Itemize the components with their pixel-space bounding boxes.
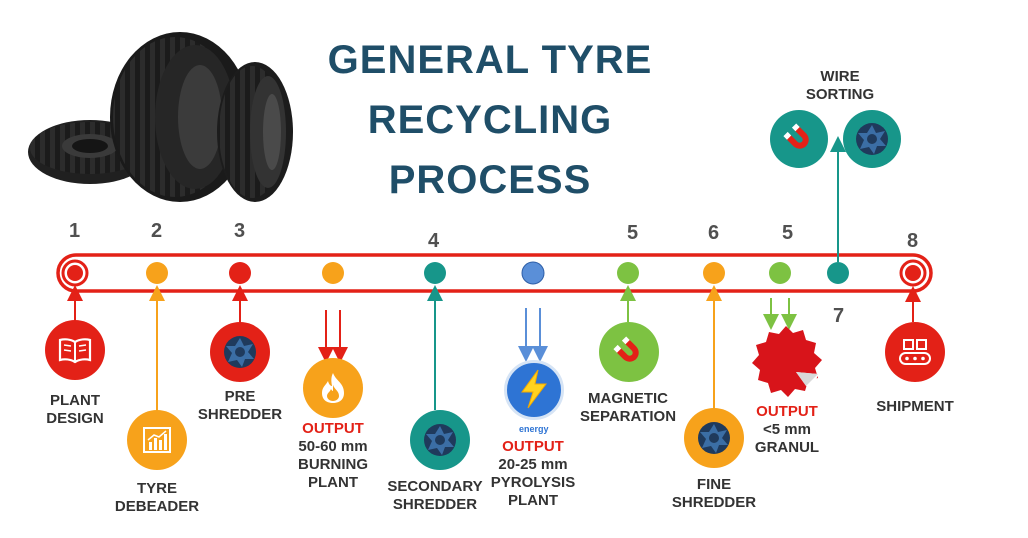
dot-fine-shredder	[703, 262, 725, 284]
step-number-8: 8	[907, 230, 919, 252]
label-plant-design: PLANT DESIGN	[40, 392, 110, 428]
shredder-icon	[843, 110, 901, 168]
title-line-2: RECYCLING	[367, 98, 613, 142]
label-line: SECONDARY	[387, 478, 483, 495]
label-line: WIRE	[820, 68, 860, 85]
label-line: PLANT	[508, 492, 558, 509]
magnet-icon	[770, 110, 828, 168]
dot-wire-sorting	[827, 262, 849, 284]
conveyor-belt	[56, 253, 933, 293]
energy-icon-text: energy	[519, 424, 549, 434]
magnet-icon	[599, 322, 659, 382]
output-label: OUTPUT	[302, 420, 364, 437]
label-line: SHREDDER	[197, 406, 283, 423]
label-pyrolysis-plant: OUTPUT 20-25 mm PYROLYSIS PLANT	[483, 438, 583, 510]
dot-secondary-shredder	[424, 262, 446, 284]
label-burning-plant: OUTPUT 50-60 mm BURNING PLANT	[283, 420, 383, 492]
dot-magnetic-separation	[617, 262, 639, 284]
step-number-1: 1	[69, 220, 81, 242]
label-line: SHIPMENT	[876, 398, 954, 415]
shredder-icon	[210, 322, 270, 382]
label-line: MAGNETIC	[588, 390, 668, 407]
step-number-2: 2	[151, 220, 163, 242]
seal-badge-icon	[752, 326, 822, 397]
label-wire-sorting: WIRE SORTING	[790, 68, 890, 104]
step-number-6: 6	[708, 222, 720, 244]
label-line: PLANT	[50, 392, 100, 409]
label-line: 20-25 mm	[498, 456, 568, 473]
label-line: PRE	[224, 388, 256, 405]
flame-icon	[303, 358, 363, 418]
label-line: GRANUL	[754, 439, 820, 456]
label-secondary-shredder: SECONDARY SHREDDER	[385, 478, 485, 514]
step-number-3: 3	[234, 220, 246, 242]
output-label: OUTPUT	[502, 438, 564, 455]
diagram-title: GENERAL TYRE RECYCLING PROCESS	[300, 30, 680, 210]
label-line: DEBEADER	[114, 498, 200, 515]
title-line-1: GENERAL TYRE	[327, 38, 653, 82]
label-line: DESIGN	[46, 410, 104, 427]
label-line: SHREDDER	[392, 496, 478, 513]
label-shipment: SHIPMENT	[865, 398, 965, 416]
label-line: BURNING	[298, 456, 368, 473]
step-number-7: 7	[833, 305, 845, 327]
label-pre-shredder: PRE SHREDDER	[190, 388, 290, 424]
label-line: SHREDDER	[671, 494, 757, 511]
label-line: FINE	[696, 476, 732, 493]
label-line: 50-60 mm	[298, 438, 368, 455]
dot-pre-shredder	[229, 262, 251, 284]
label-line: TYRE	[136, 480, 177, 497]
label-line: PYROLYSIS	[490, 474, 576, 491]
dot-pyrolysis	[521, 261, 545, 285]
title-line-3: PROCESS	[388, 158, 592, 202]
label-fine-shredder: FINE SHREDDER	[664, 476, 764, 512]
dot-granul	[769, 262, 791, 284]
label-tyre-debeader: TYRE DEBEADER	[112, 480, 202, 516]
step-number-5a: 5	[627, 222, 639, 244]
dot-burning-plant	[322, 262, 344, 284]
step-number-5b: 5	[782, 222, 794, 244]
roller-start-core	[67, 265, 83, 281]
book-icon	[45, 320, 105, 380]
shredder-icon	[410, 410, 470, 470]
output-label: OUTPUT	[756, 403, 818, 420]
label-line: PLANT	[308, 474, 358, 491]
step-number-4: 4	[428, 230, 440, 252]
conveyor-icon	[885, 322, 945, 382]
dot-tyre-debeader	[146, 262, 168, 284]
bar-chart-icon	[127, 410, 187, 470]
roller-end-core	[905, 265, 921, 281]
label-magnetic-separation: MAGNETIC SEPARATION	[573, 390, 683, 426]
shredder-icon	[684, 408, 744, 468]
label-granul: OUTPUT <5 mm GRANUL	[737, 403, 837, 457]
label-line: <5 mm	[763, 421, 811, 438]
energy-bolt-icon	[504, 360, 564, 420]
tyres-image	[28, 32, 293, 202]
label-line: SEPARATION	[579, 408, 677, 425]
label-line: SORTING	[805, 86, 875, 103]
